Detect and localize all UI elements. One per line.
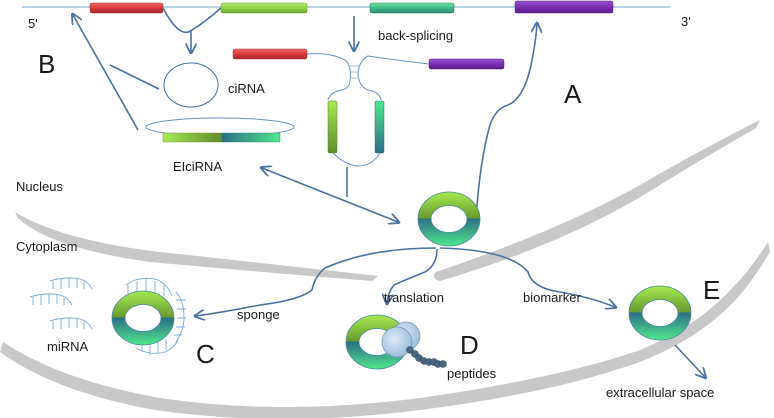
peptide-chain	[406, 346, 447, 368]
exon-1	[89, 2, 164, 14]
panel-letter-B: B	[38, 49, 55, 79]
exon-2-vertical	[327, 100, 338, 154]
intron-lariat	[162, 7, 222, 34]
cell-membrane	[0, 242, 770, 418]
panel-letter-E: E	[703, 275, 720, 305]
five-prime-label: 5'	[28, 16, 38, 31]
extracellular-space-label: extracellular space	[606, 385, 714, 400]
exon-3	[369, 2, 455, 14]
translation-circRNA	[345, 314, 447, 370]
ciRNA-circle	[163, 62, 219, 108]
arrow-extracellular	[674, 344, 705, 377]
sponge-label: sponge	[237, 307, 280, 322]
biomarker-circRNA	[628, 285, 692, 341]
three-prime-label: 3'	[681, 14, 691, 29]
sponge-circRNA	[111, 277, 186, 355]
panel-letter-D: D	[460, 330, 479, 360]
branch-arrows	[196, 247, 615, 316]
miRNA-label: miRNA	[47, 339, 88, 354]
cytoplasm-label: Cytoplasm	[16, 239, 77, 254]
panel-letter-A: A	[564, 79, 582, 109]
nuclear-membrane-left	[15, 212, 378, 281]
back-splicing-label: back-splicing	[378, 28, 453, 43]
peptides-label: peptides	[447, 366, 497, 381]
exon-2	[220, 2, 308, 14]
arrow-sponge	[196, 247, 437, 316]
arrow-biomarker	[439, 247, 615, 307]
biomarker-label: biomarker	[523, 290, 581, 305]
EIciRNA-label: EIciRNA	[173, 159, 222, 174]
back-splicing-intermediate	[232, 48, 505, 197]
miRNA-group	[29, 277, 93, 330]
translation-label: translation	[384, 290, 444, 305]
exon-1-intermediate	[232, 48, 308, 60]
exon-4	[514, 0, 614, 14]
nucleus-label: Nucleus	[16, 179, 63, 194]
exon-3-vertical	[374, 100, 385, 154]
arrow-A	[475, 24, 537, 219]
central-circRNA	[417, 191, 481, 247]
arrow-ring-EIciRNA	[262, 168, 398, 222]
ribosome-small	[381, 326, 413, 358]
arrow-translation	[387, 248, 438, 303]
panel-letter-C: C	[196, 339, 215, 369]
EIciRNA-structure	[145, 117, 295, 143]
ciRNA-label: ciRNA	[228, 81, 265, 96]
exon-4-intermediate	[428, 58, 505, 70]
arrow-B	[73, 15, 160, 131]
nuclear-membrane-right	[433, 120, 760, 281]
